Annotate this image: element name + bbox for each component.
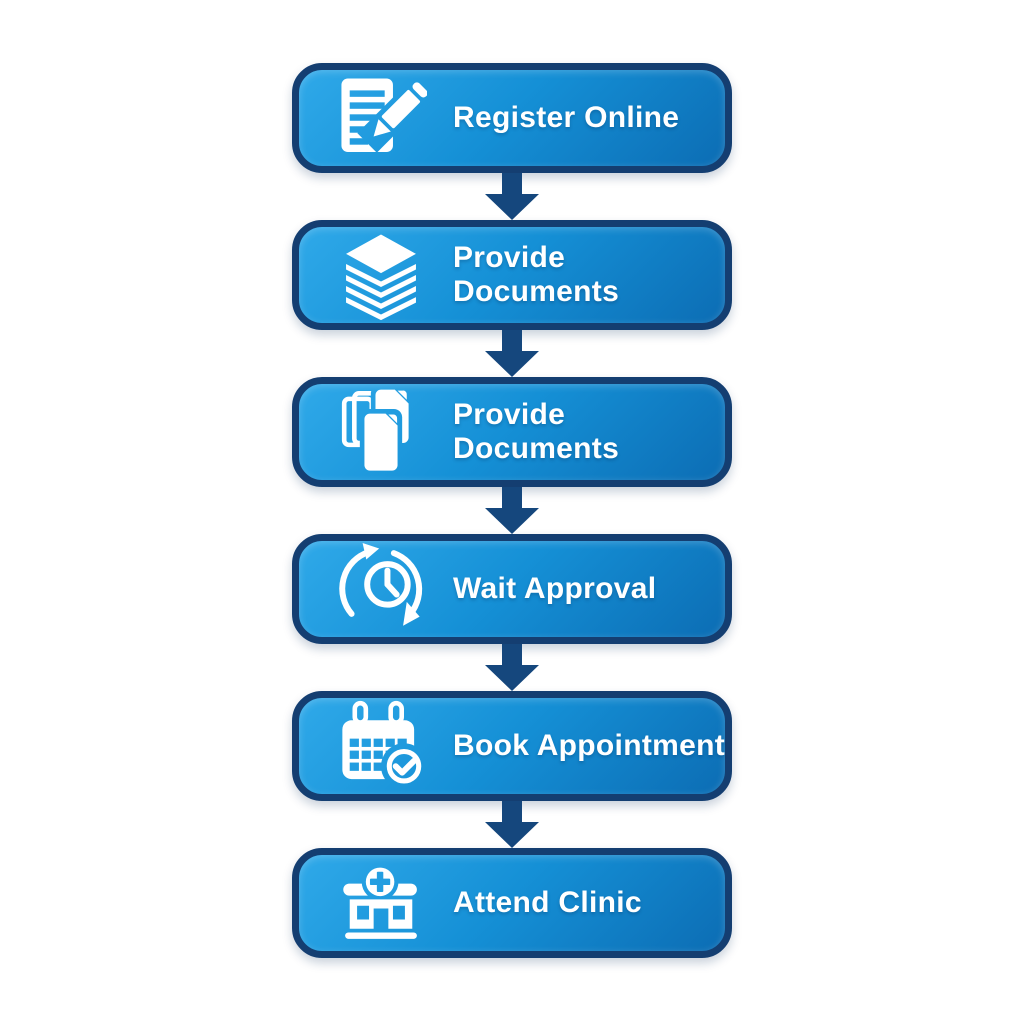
step-label: Attend Clinic xyxy=(453,886,642,920)
arrow-head xyxy=(485,822,539,848)
step-box-wait-approval: Wait Approval xyxy=(292,534,732,644)
pending-clock-icon xyxy=(335,543,427,635)
step-label: Book Appointment xyxy=(453,729,725,763)
edit-document-icon xyxy=(335,72,427,164)
step-label-line: Provide xyxy=(453,398,566,431)
step-box-book-appointment: Book Appointment xyxy=(292,691,732,801)
arrow-shaft xyxy=(502,330,522,351)
step-box-register-online: Register Online xyxy=(292,63,732,173)
arrow-head xyxy=(485,351,539,377)
step-label-line: Attend Clinic xyxy=(453,886,642,919)
copy-documents-icon xyxy=(335,386,427,478)
step-box-provide-documents-2: Provide Documents xyxy=(292,377,732,487)
step-label: Wait Approval xyxy=(453,572,656,606)
arrow-head xyxy=(485,665,539,691)
layers-stack-icon xyxy=(335,229,427,321)
arrow-head xyxy=(485,194,539,220)
flow-arrow-down xyxy=(485,330,539,377)
step-label-line: Register Online xyxy=(453,101,680,134)
step-label: Register Online xyxy=(453,101,679,135)
flow-arrow-down xyxy=(485,801,539,848)
calendar-check-icon xyxy=(335,700,427,792)
clinic-building-icon xyxy=(335,857,427,949)
step-label-line: Provide xyxy=(453,241,566,274)
step-label-line: Book Appointment xyxy=(453,729,725,762)
step-label: Provide Documents xyxy=(453,241,619,309)
step-box-provide-documents-1: Provide Documents xyxy=(292,220,732,330)
step-box-attend-clinic: Attend Clinic xyxy=(292,848,732,958)
step-label-line: Wait Approval xyxy=(453,572,657,605)
arrow-head xyxy=(485,508,539,534)
arrow-shaft xyxy=(502,173,522,194)
step-label-line: Documents xyxy=(453,275,620,308)
flowchart: Register Online Provide Documents xyxy=(292,63,732,958)
step-label-line: Documents xyxy=(453,432,620,465)
flow-arrow-down xyxy=(485,644,539,691)
arrow-shaft xyxy=(502,487,522,508)
flow-arrow-down xyxy=(485,487,539,534)
arrow-shaft xyxy=(502,801,522,822)
arrow-shaft xyxy=(502,644,522,665)
flow-arrow-down xyxy=(485,173,539,220)
step-label: Provide Documents xyxy=(453,398,619,466)
